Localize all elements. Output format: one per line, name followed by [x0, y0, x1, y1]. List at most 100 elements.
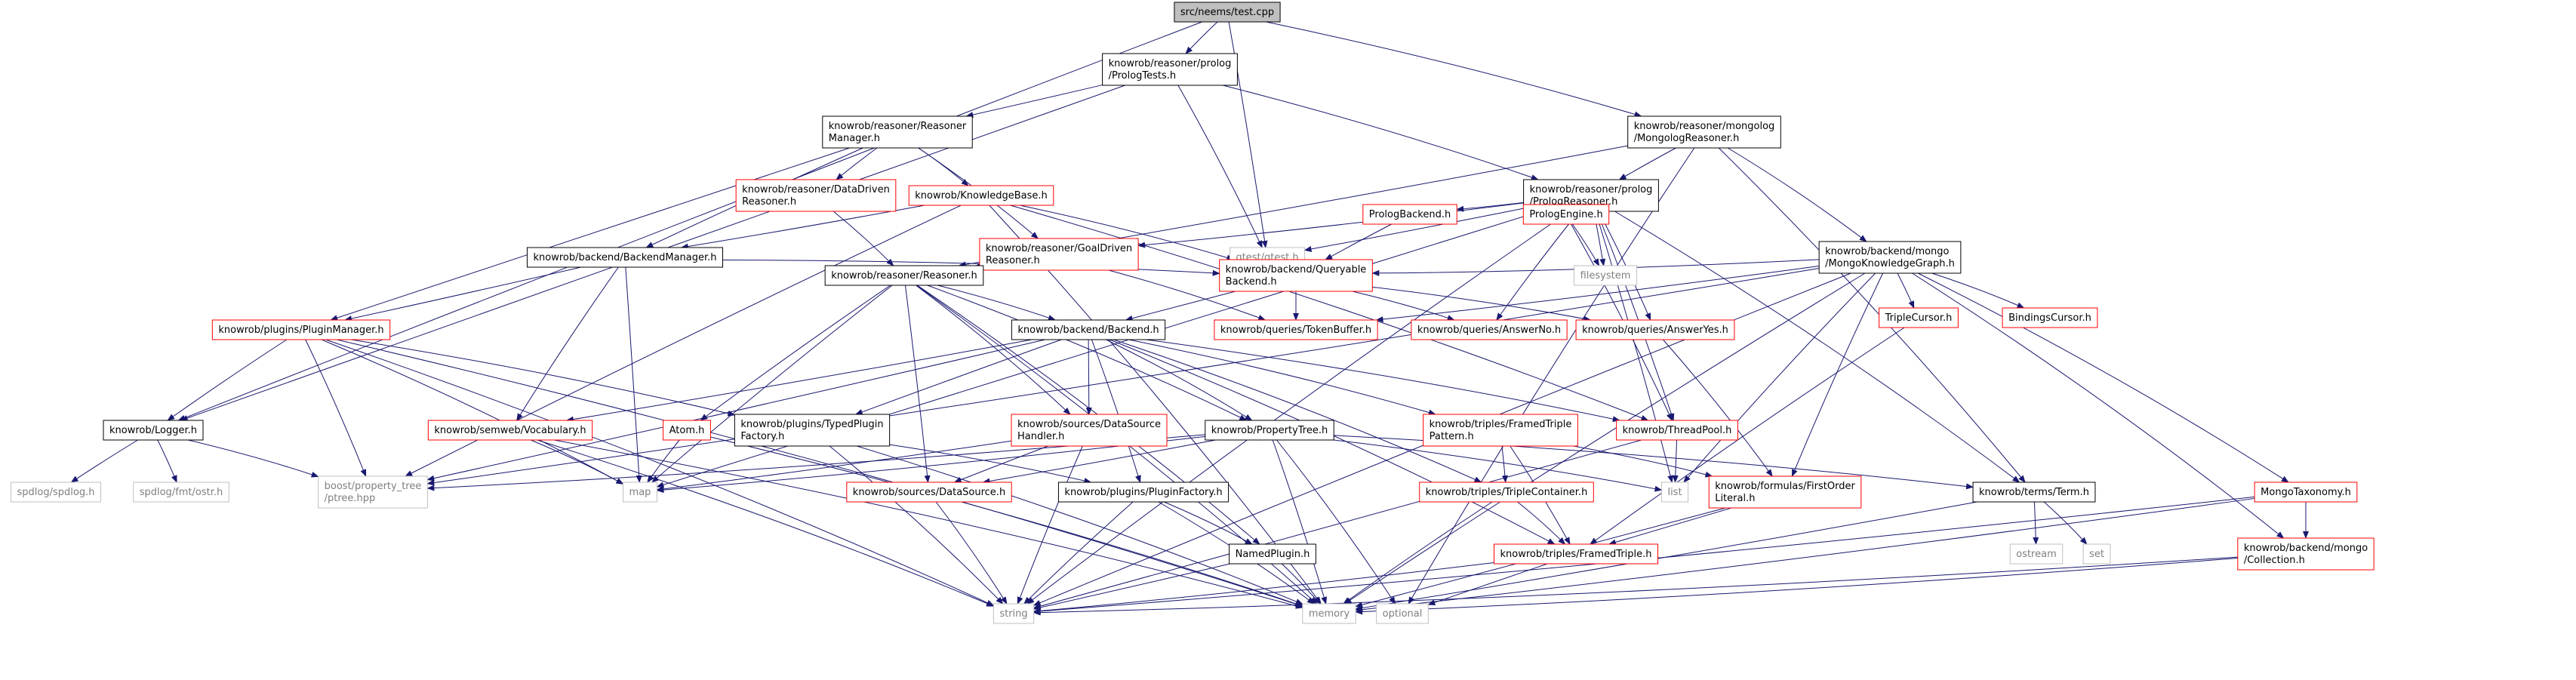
graph-node-box	[11, 482, 101, 503]
graph-node-box	[1011, 414, 1168, 447]
graph-node-label: Literal.h	[1715, 493, 1755, 504]
graph-node-answeryes[interactable]: knowrob/queries/AnswerYes.h	[1575, 319, 1735, 340]
graph-node-label: knowrob/reasoner/prolog	[1530, 184, 1653, 195]
graph-node-mongokg[interactable]: knowrob/backend/mongo/MongoKnowledgeGrap…	[1818, 241, 1962, 274]
edge-mongokg-to-list	[1683, 272, 1876, 483]
edge-prologtests-to-gtest	[1177, 85, 1263, 248]
graph-node-label: map	[629, 487, 651, 498]
edge-mongokg-to-memory	[1343, 272, 1866, 605]
graph-node-box	[1011, 319, 1166, 340]
graph-node-box	[993, 603, 1035, 624]
graph-node-label: knowrob/backend/mongo	[1825, 246, 1949, 257]
graph-node-label: knowrob/formulas/FirstOrder	[1715, 481, 1855, 492]
graph-node-threadpool[interactable]: knowrob/ThreadPool.h	[1616, 420, 1738, 441]
graph-node-framedtriple[interactable]: knowrob/triples/FramedTriple.h	[1493, 543, 1659, 565]
edge-backend-to-framedtriple	[1109, 339, 1556, 545]
graph-node-triplecontainer[interactable]: knowrob/triples/TripleContainer.h	[1419, 482, 1594, 503]
edge-propertytree-to-datasource	[982, 439, 1216, 485]
graph-node-prologengine[interactable]: PrologEngine.h	[1522, 204, 1610, 225]
graph-node-pluginfactory[interactable]: knowrob/plugins/PluginFactory.h	[1057, 482, 1230, 503]
graph-node-label: knowrob/reasoner/mongolog	[1634, 121, 1775, 132]
graph-node-atom[interactable]: Atom.h	[663, 420, 711, 441]
edge-datasourcehandler-to-datasource	[953, 445, 1048, 483]
edge-reasoner-to-namedplugin	[916, 285, 1260, 545]
graph-node-label: set	[2089, 549, 2104, 560]
graph-node-label: boost/property_tree	[325, 481, 422, 492]
graph-node-reasoner[interactable]: knowrob/reasoner/Reasoner.h	[824, 265, 984, 286]
edge-namedplugin-to-memory	[1281, 563, 1321, 605]
graph-node-box	[1522, 204, 1610, 225]
edge-prologreasoner-to-gtest	[1303, 208, 1524, 252]
edge-queryable-to-answerno	[1352, 291, 1455, 321]
edge-root-to-mongologreasoner	[1266, 21, 1642, 118]
graph-node-box	[1972, 482, 2096, 503]
graph-node-pluginmanager[interactable]: knowrob/plugins/PluginManager.h	[211, 319, 391, 340]
edge-mongologreasoner-to-prologreasoner	[1618, 147, 1676, 180]
edge-term-to-ostream	[2033, 501, 2039, 545]
graph-node-vocabulary[interactable]: knowrob/semweb/Vocabulary.h	[427, 420, 593, 441]
graph-node-label: Atom.h	[669, 425, 705, 436]
edge-pluginmanager-to-typedplugin	[351, 339, 736, 417]
graph-node-set: set	[2082, 543, 2111, 565]
edge-threadpool-to-string	[1033, 439, 1642, 610]
graph-node-collection[interactable]: knowrob/backend/mongo/Collection.h	[2237, 537, 2374, 571]
graph-node-propertytree[interactable]: knowrob/PropertyTree.h	[1205, 420, 1334, 441]
edge-propertytree-to-list	[1334, 439, 1663, 492]
graph-node-label: knowrob/ThreadPool.h	[1623, 425, 1732, 436]
edge-prologbackend-to-queryable	[1325, 223, 1393, 260]
edge-backend-to-triplecontainer	[1113, 339, 1482, 483]
graph-node-label: spdlog/fmt/ostr.h	[140, 487, 223, 498]
graph-node-label: Handler.h	[1017, 431, 1064, 442]
edge-mongokg-to-firstorder	[1791, 272, 1884, 477]
graph-node-root[interactable]: src/neems/test.cpp	[1174, 2, 1281, 23]
edge-threadpool-to-list	[1672, 439, 1679, 483]
edge-vocabulary-to-string	[537, 439, 995, 607]
graph-node-label: knowrob/reasoner/DataDriven	[742, 184, 890, 195]
edge-root-to-prologtests	[1185, 21, 1218, 54]
graph-node-label: knowrob/queries/AnswerNo.h	[1417, 325, 1561, 336]
edge-reasoner-to-backend	[937, 285, 1056, 321]
graph-node-label: knowrob/sources/DataSource.h	[853, 487, 1005, 498]
graph-node-label: knowrob/backend/Queryable	[1226, 264, 1367, 275]
graph-node-box	[2237, 537, 2374, 571]
graph-node-logger[interactable]: knowrob/Logger.h	[103, 420, 204, 441]
graph-node-backend[interactable]: knowrob/backend/Backend.h	[1011, 319, 1166, 340]
edge-pluginfactory-to-namedplugin	[1163, 501, 1253, 545]
graph-node-box	[1708, 475, 1862, 509]
graph-node-label: knowrob/triples/FramedTriple	[1430, 419, 1572, 430]
graph-node-datasource[interactable]: knowrob/sources/DataSource.h	[846, 482, 1012, 503]
graph-node-box	[623, 482, 657, 503]
graph-node-namedplugin[interactable]: NamedPlugin.h	[1229, 543, 1316, 565]
graph-node-prologbackend[interactable]: PrologBackend.h	[1362, 204, 1457, 225]
graph-node-label: knowrob/terms/Term.h	[1979, 487, 2089, 498]
graph-node-mongologreasoner[interactable]: knowrob/reasoner/mongolog/MongologReason…	[1627, 115, 1781, 149]
graph-node-answerno[interactable]: knowrob/queries/AnswerNo.h	[1411, 319, 1568, 340]
graph-node-prologtests[interactable]: knowrob/reasoner/prolog/PrologTests.h	[1102, 53, 1238, 86]
graph-node-bindingscursor[interactable]: BindingsCursor.h	[2002, 307, 2098, 328]
edge-backend-to-threadpool	[1146, 339, 1620, 423]
edge-goaldriven-to-tokenbuffer	[1108, 269, 1266, 321]
edge-framedtriple-to-optional	[1427, 563, 1548, 606]
graph-node-box	[1493, 543, 1659, 565]
graph-node-tokenbuffer[interactable]: knowrob/queries/TokenBuffer.h	[1214, 319, 1378, 340]
graph-node-label: /MongoKnowledgeGraph.h	[1825, 258, 1955, 269]
graph-node-label: Pattern.h	[1430, 431, 1474, 442]
graph-node-term[interactable]: knowrob/terms/Term.h	[1972, 482, 2096, 503]
graph-node-box	[846, 482, 1012, 503]
graph-node-box	[1376, 603, 1429, 624]
graph-node-knowledgebase[interactable]: knowrob/KnowledgeBase.h	[908, 185, 1054, 206]
graph-node-triplecursor[interactable]: TripleCursor.h	[1879, 307, 1959, 328]
graph-node-backendmanager[interactable]: knowrob/backend/BackendManager.h	[526, 247, 724, 268]
graph-node-label: Reasoner.h	[986, 255, 1040, 266]
graph-node-mongotaxonomy[interactable]: MongoTaxonomy.h	[2254, 482, 2358, 503]
edge-framedtriple-to-string	[1033, 562, 1494, 614]
edge-root-to-logger	[177, 21, 1202, 421]
